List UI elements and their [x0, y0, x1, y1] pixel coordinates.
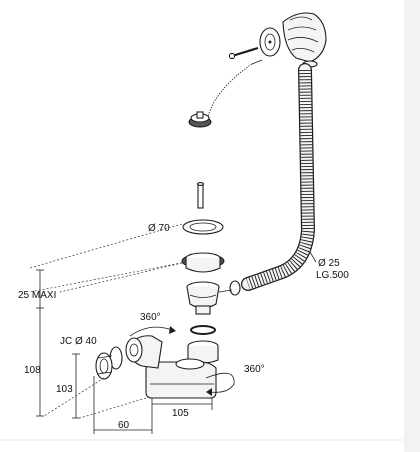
top-gasket [181, 252, 225, 273]
label-diameter-70: Ø 70 [148, 223, 170, 234]
hose-connector-nut [229, 280, 241, 296]
jc-coupling [95, 346, 123, 380]
label-diameter-25: Ø 25 [318, 258, 340, 269]
label-jc-40: JC Ø 40 [60, 336, 97, 347]
page-edge [404, 0, 420, 452]
overflow-head [228, 12, 327, 68]
leader-25 [309, 251, 317, 263]
dim-105 [152, 398, 213, 410]
label-dim-60: 60 [118, 420, 130, 431]
label-25-maxi: 25 MAXI [18, 290, 56, 301]
label-hose-length: LG.500 [316, 270, 349, 281]
ext-line-jc [43, 377, 105, 417]
ext-line-trap [79, 397, 147, 419]
ext-line-lower-2 [59, 261, 187, 293]
label-dim-105: 105 [172, 408, 189, 419]
o-ring [190, 325, 216, 335]
rotation-arrow-lower [205, 372, 235, 396]
ext-line-lower [29, 261, 187, 293]
label-360-upper: 360° [140, 312, 161, 323]
trap-body [125, 335, 217, 399]
grate-ring [182, 219, 224, 235]
label-dim-103: 103 [56, 384, 73, 395]
waste-body [186, 281, 233, 315]
dim-108 [36, 308, 44, 417]
rotation-arrow-upper [129, 326, 176, 337]
overflow-hose [241, 63, 316, 291]
center-pin [196, 182, 205, 209]
label-360-lower: 360° [244, 364, 265, 375]
dim-25-maxi [36, 269, 44, 309]
dim-103 [72, 353, 80, 419]
label-dim-108: 108 [24, 365, 41, 376]
chain-and-plug [188, 59, 263, 128]
